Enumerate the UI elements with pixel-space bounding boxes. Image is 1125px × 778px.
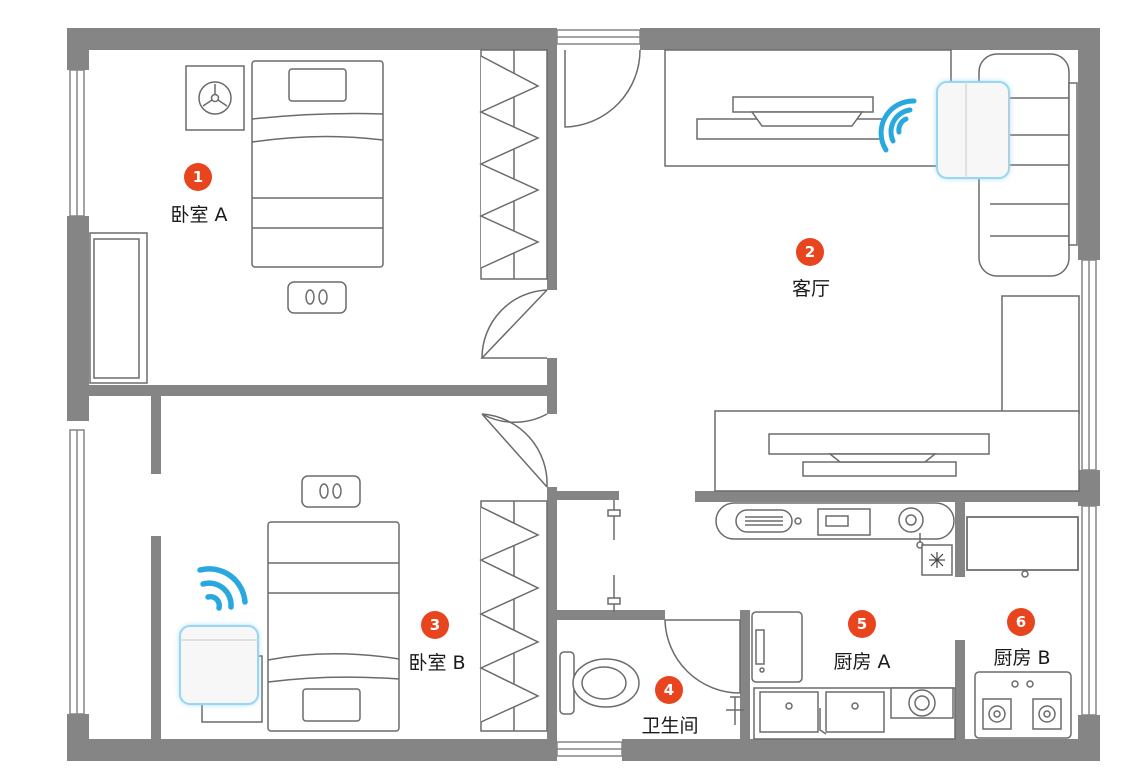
room-label-6: 6 厨房 B: [993, 608, 1051, 669]
svg-text:1: 1: [193, 168, 203, 186]
slippers-icon: [319, 483, 342, 499]
svg-text:客厅: 客厅: [792, 278, 830, 300]
svg-text:2: 2: [805, 243, 815, 261]
sink-icon: [759, 691, 819, 733]
walls: [67, 28, 1100, 761]
doors: [480, 49, 741, 694]
room-label-3: 3 卧室 B: [408, 611, 466, 674]
room-label-5: 5 厨房 A: [833, 610, 891, 673]
rug: [287, 281, 347, 314]
svg-text:卫生间: 卫生间: [641, 715, 698, 737]
fan-icon: [198, 81, 232, 115]
svg-text:4: 4: [664, 681, 674, 699]
svg-text:3: 3: [430, 616, 440, 634]
wifi-signal-icon: [197, 566, 248, 611]
snowflake-icon: [929, 552, 945, 568]
svg-text:6: 6: [1016, 613, 1026, 631]
svg-text:卧室 B: 卧室 B: [408, 652, 465, 674]
bed-a: [251, 60, 384, 268]
room-label-2: 2 客厅: [792, 238, 830, 300]
room-label-4: 4 卫生间: [641, 676, 699, 737]
bathroom-furniture: [559, 651, 744, 725]
svg-text:5: 5: [857, 615, 867, 633]
router-icon: [936, 81, 1010, 179]
svg-text:厨房 B: 厨房 B: [993, 647, 1050, 669]
bedroom-b-furniture: [201, 475, 548, 732]
room-label-1: 1 卧室 A: [170, 163, 228, 226]
bedroom-a-furniture: [89, 49, 548, 384]
side-table: [1001, 295, 1080, 414]
kitchen-b-cabinet: [966, 516, 1079, 571]
wifi-signal-icon: [878, 98, 917, 153]
toilet-icon: [559, 651, 640, 715]
router-icon: [179, 625, 259, 705]
slippers-icon: [305, 289, 328, 305]
living-room-furniture: [664, 49, 1080, 492]
kitchen-furniture: [607, 500, 1079, 740]
windows: [69, 29, 1097, 757]
rug: [301, 475, 361, 508]
svg-text:卧室 A: 卧室 A: [170, 204, 227, 226]
svg-text:厨房 A: 厨房 A: [833, 651, 890, 673]
